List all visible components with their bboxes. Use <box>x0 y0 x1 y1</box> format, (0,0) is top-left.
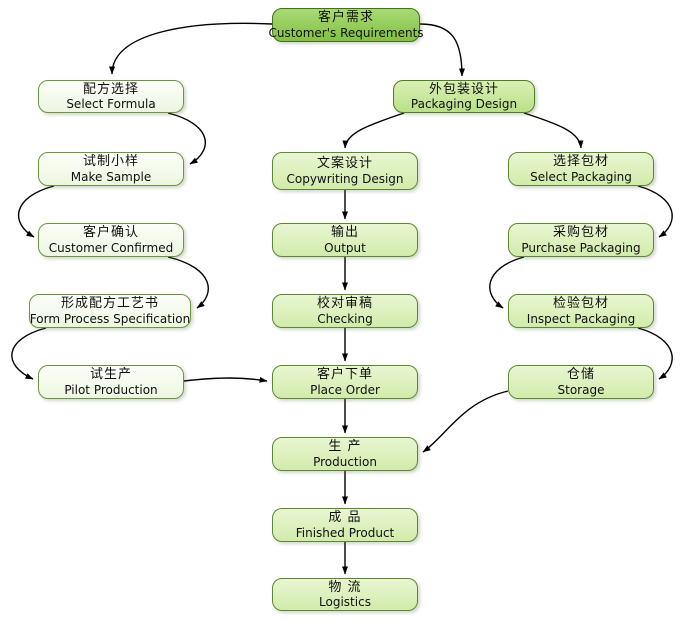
node-label-en: Select Packaging <box>530 169 632 184</box>
node-label-en: Customer Confirmed <box>48 240 174 255</box>
node-form-process-specification: 形成配方工艺书 Form Process Specification <box>29 294 191 328</box>
node-label-zh: 形成配方工艺书 <box>60 296 159 311</box>
node-label-zh: 客户下单 <box>316 367 373 382</box>
node-copywriting-design: 文案设计 Copywriting Design <box>272 152 418 190</box>
node-label-zh: 客户确认 <box>82 225 139 240</box>
node-label-en: Pilot Production <box>64 382 158 397</box>
node-select-formula: 配方选择 Select Formula <box>38 80 184 113</box>
node-label-en: Place Order <box>310 382 380 397</box>
node-label-zh: 采购包材 <box>552 225 609 240</box>
node-label-zh: 选择包材 <box>552 154 609 169</box>
node-label-en: Copywriting Design <box>286 171 404 186</box>
node-label-en: Finished Product <box>295 525 395 540</box>
node-label-zh: 物 流 <box>328 579 362 595</box>
node-place-order: 客户下单 Place Order <box>272 365 418 399</box>
node-label-en: Production <box>313 454 377 469</box>
node-label-zh: 客户需求 <box>317 10 374 25</box>
node-label-zh: 仓储 <box>566 367 595 382</box>
node-output: 输出 Output <box>272 223 418 257</box>
node-label-zh: 输出 <box>330 225 359 240</box>
node-finished-product: 成 品 Finished Product <box>272 508 418 542</box>
node-packaging-design: 外包装设计 Packaging Design <box>393 80 535 113</box>
node-logistics: 物 流 Logistics <box>272 578 418 611</box>
node-label-en: Form Process Specification <box>29 311 191 326</box>
node-purchase-packaging: 采购包材 Purchase Packaging <box>508 223 654 257</box>
node-production: 生 产 Production <box>272 437 418 471</box>
node-customer-confirmed: 客户确认 Customer Confirmed <box>38 223 184 257</box>
node-inspect-packaging: 检验包材 Inspect Packaging <box>508 294 654 328</box>
node-label-en: Customer's Requirements <box>268 25 424 40</box>
node-make-sample: 试制小样 Make Sample <box>38 152 184 186</box>
node-label-en: Inspect Packaging <box>526 311 636 326</box>
node-label-zh: 试制小样 <box>82 154 139 169</box>
node-pilot-production: 试生产 Pilot Production <box>38 365 184 399</box>
node-label-en: Purchase Packaging <box>521 240 641 255</box>
node-label-en: Logistics <box>319 595 371 610</box>
node-label-zh: 生 产 <box>328 439 362 454</box>
node-label-en: Checking <box>317 311 373 326</box>
node-label-zh: 成 品 <box>328 510 362 525</box>
node-label-en: Output <box>324 240 366 255</box>
node-label-en: Packaging Design <box>410 97 518 112</box>
node-label-zh: 校对审稿 <box>316 296 373 311</box>
node-label-en: Make Sample <box>70 169 152 184</box>
node-select-packaging: 选择包材 Select Packaging <box>508 152 654 186</box>
node-label-zh: 检验包材 <box>552 296 609 311</box>
node-label-zh: 文案设计 <box>316 156 373 171</box>
node-label-zh: 配方选择 <box>82 81 139 97</box>
node-label-en: Storage <box>557 382 605 397</box>
node-storage: 仓储 Storage <box>508 365 654 399</box>
node-label-en: Select Formula <box>66 97 156 112</box>
node-label-zh: 外包装设计 <box>428 81 499 97</box>
node-customer-requirements: 客户需求 Customer's Requirements <box>268 8 424 42</box>
node-label-zh: 试生产 <box>89 367 132 382</box>
node-checking: 校对审稿 Checking <box>272 294 418 328</box>
